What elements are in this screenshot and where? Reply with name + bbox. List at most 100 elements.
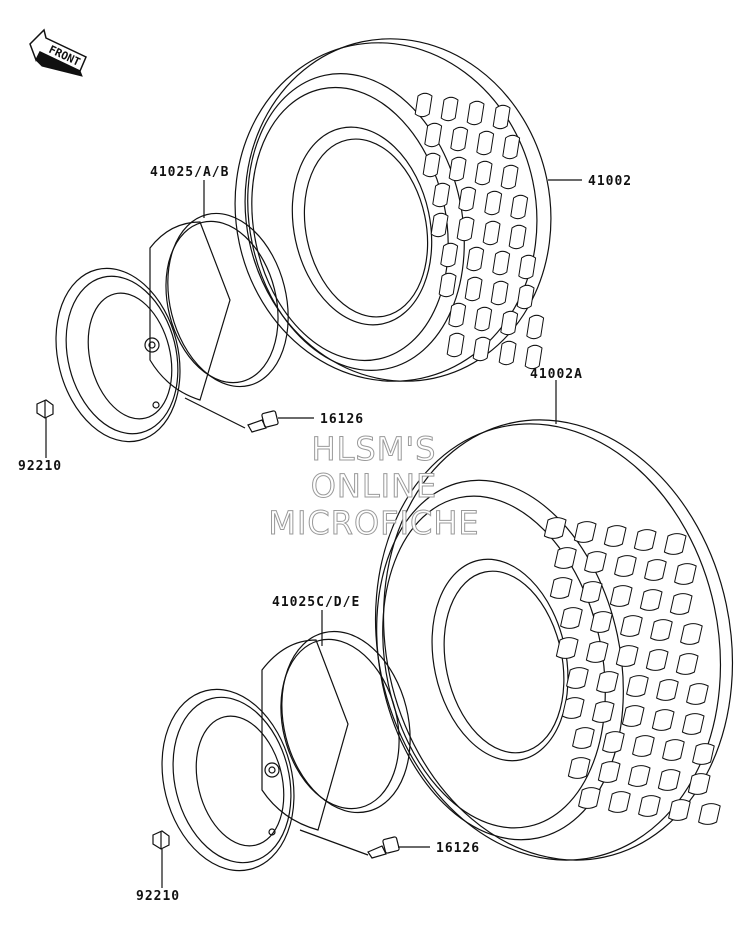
tread-lug [680,623,703,645]
tread-lug [638,795,661,817]
tread-lug [681,713,705,735]
tread-lug [675,653,699,675]
label-tire-front: 41002 [588,174,632,189]
tread-lug [472,336,491,362]
tread-lug [633,529,657,551]
tread-lug [656,679,679,701]
tread-lug [566,667,589,689]
tread-lug [510,194,529,220]
leader-lines [45,179,582,888]
front-nut [36,399,54,419]
tread-lug [561,697,585,719]
label-nut-rear: 92210 [136,889,180,904]
label-wheel-front: 41025/A/B [150,165,229,180]
tread-lug [549,577,573,599]
tread-lug [650,619,673,641]
watermark-line-2: ONLINE [311,467,438,505]
tread-lug [572,727,595,749]
tread-lug [466,100,485,126]
tread-lug [448,302,467,328]
tread-lug [543,517,567,539]
tread-lug [585,641,609,663]
tread-lug [448,156,467,182]
rear-tire-tread [543,517,721,825]
tread-lug [500,310,519,336]
tread-lug [492,250,511,276]
tread-lug [502,134,521,160]
tread-lug [492,104,511,130]
tread-lug [687,773,711,795]
tread-lug [644,559,667,581]
front-tire-tread [414,92,545,370]
tread-lug [657,769,681,791]
tread-lug [446,332,465,358]
tread-lug [500,164,519,190]
rear-valve [367,836,400,859]
tread-lug [554,547,577,569]
label-valve-rear: 16126 [436,841,480,856]
tread-lug [596,671,619,693]
tread-lug [466,246,485,272]
watermark-line-3: MICROFICHE [268,504,479,542]
tread-lug [603,525,627,547]
tread-lug [424,122,443,148]
tread-lug [482,220,501,246]
tread-lug [456,216,475,242]
rear-nut [152,830,170,850]
tread-lug [422,152,441,178]
tread-lug [432,182,451,208]
tread-lug [692,743,715,765]
front-valve [247,410,279,433]
tread-lug [458,186,477,212]
rear-wheel [161,630,411,872]
tread-lug [578,787,601,809]
tread-lug [498,340,517,366]
tread-lug [591,701,615,723]
watermark-line-1: HLSM'S [312,430,437,468]
tread-lug [609,585,633,607]
tread-lug [474,306,493,332]
tread-lug [438,272,457,298]
tread-lug [518,254,537,280]
tread-lug [597,761,621,783]
tread-lug [674,563,697,585]
tread-lug [573,521,597,543]
front-arrow-icon: FRONT [29,28,87,77]
tread-lug [602,731,625,753]
label-nut-front: 92210 [18,459,62,474]
rear-tire [374,419,734,861]
tread-lug [516,284,535,310]
tread-lug [579,581,603,603]
tread-lug [614,555,637,577]
tread-lug [590,611,613,633]
tread-lug [615,645,639,667]
front-wheel [55,212,289,443]
tread-lug [450,126,469,152]
tread-lug [440,242,459,268]
label-tire-rear: 41002A [530,367,583,382]
tread-lug [526,314,545,340]
tread-lug [474,160,493,186]
tread-lug [639,589,663,611]
tread-lug [430,212,449,238]
tread-lug [508,224,527,250]
tread-lug [584,551,607,573]
tread-lug [651,709,675,731]
tread-lug [567,757,591,779]
tread-lug [663,533,687,555]
tread-lug [440,96,459,122]
tread-lug [620,615,643,637]
tread-lug [686,683,709,705]
tread-lug [698,803,721,825]
label-wheel-rear: 41025C/D/E [272,595,360,610]
tread-lug [555,637,579,659]
tread-lug [464,276,483,302]
tread-lug [627,765,651,787]
tread-lug [632,735,655,757]
tread-lug [645,649,669,671]
tread-lug [490,280,509,306]
tread-lug [524,344,543,370]
tread-lug [608,791,631,813]
